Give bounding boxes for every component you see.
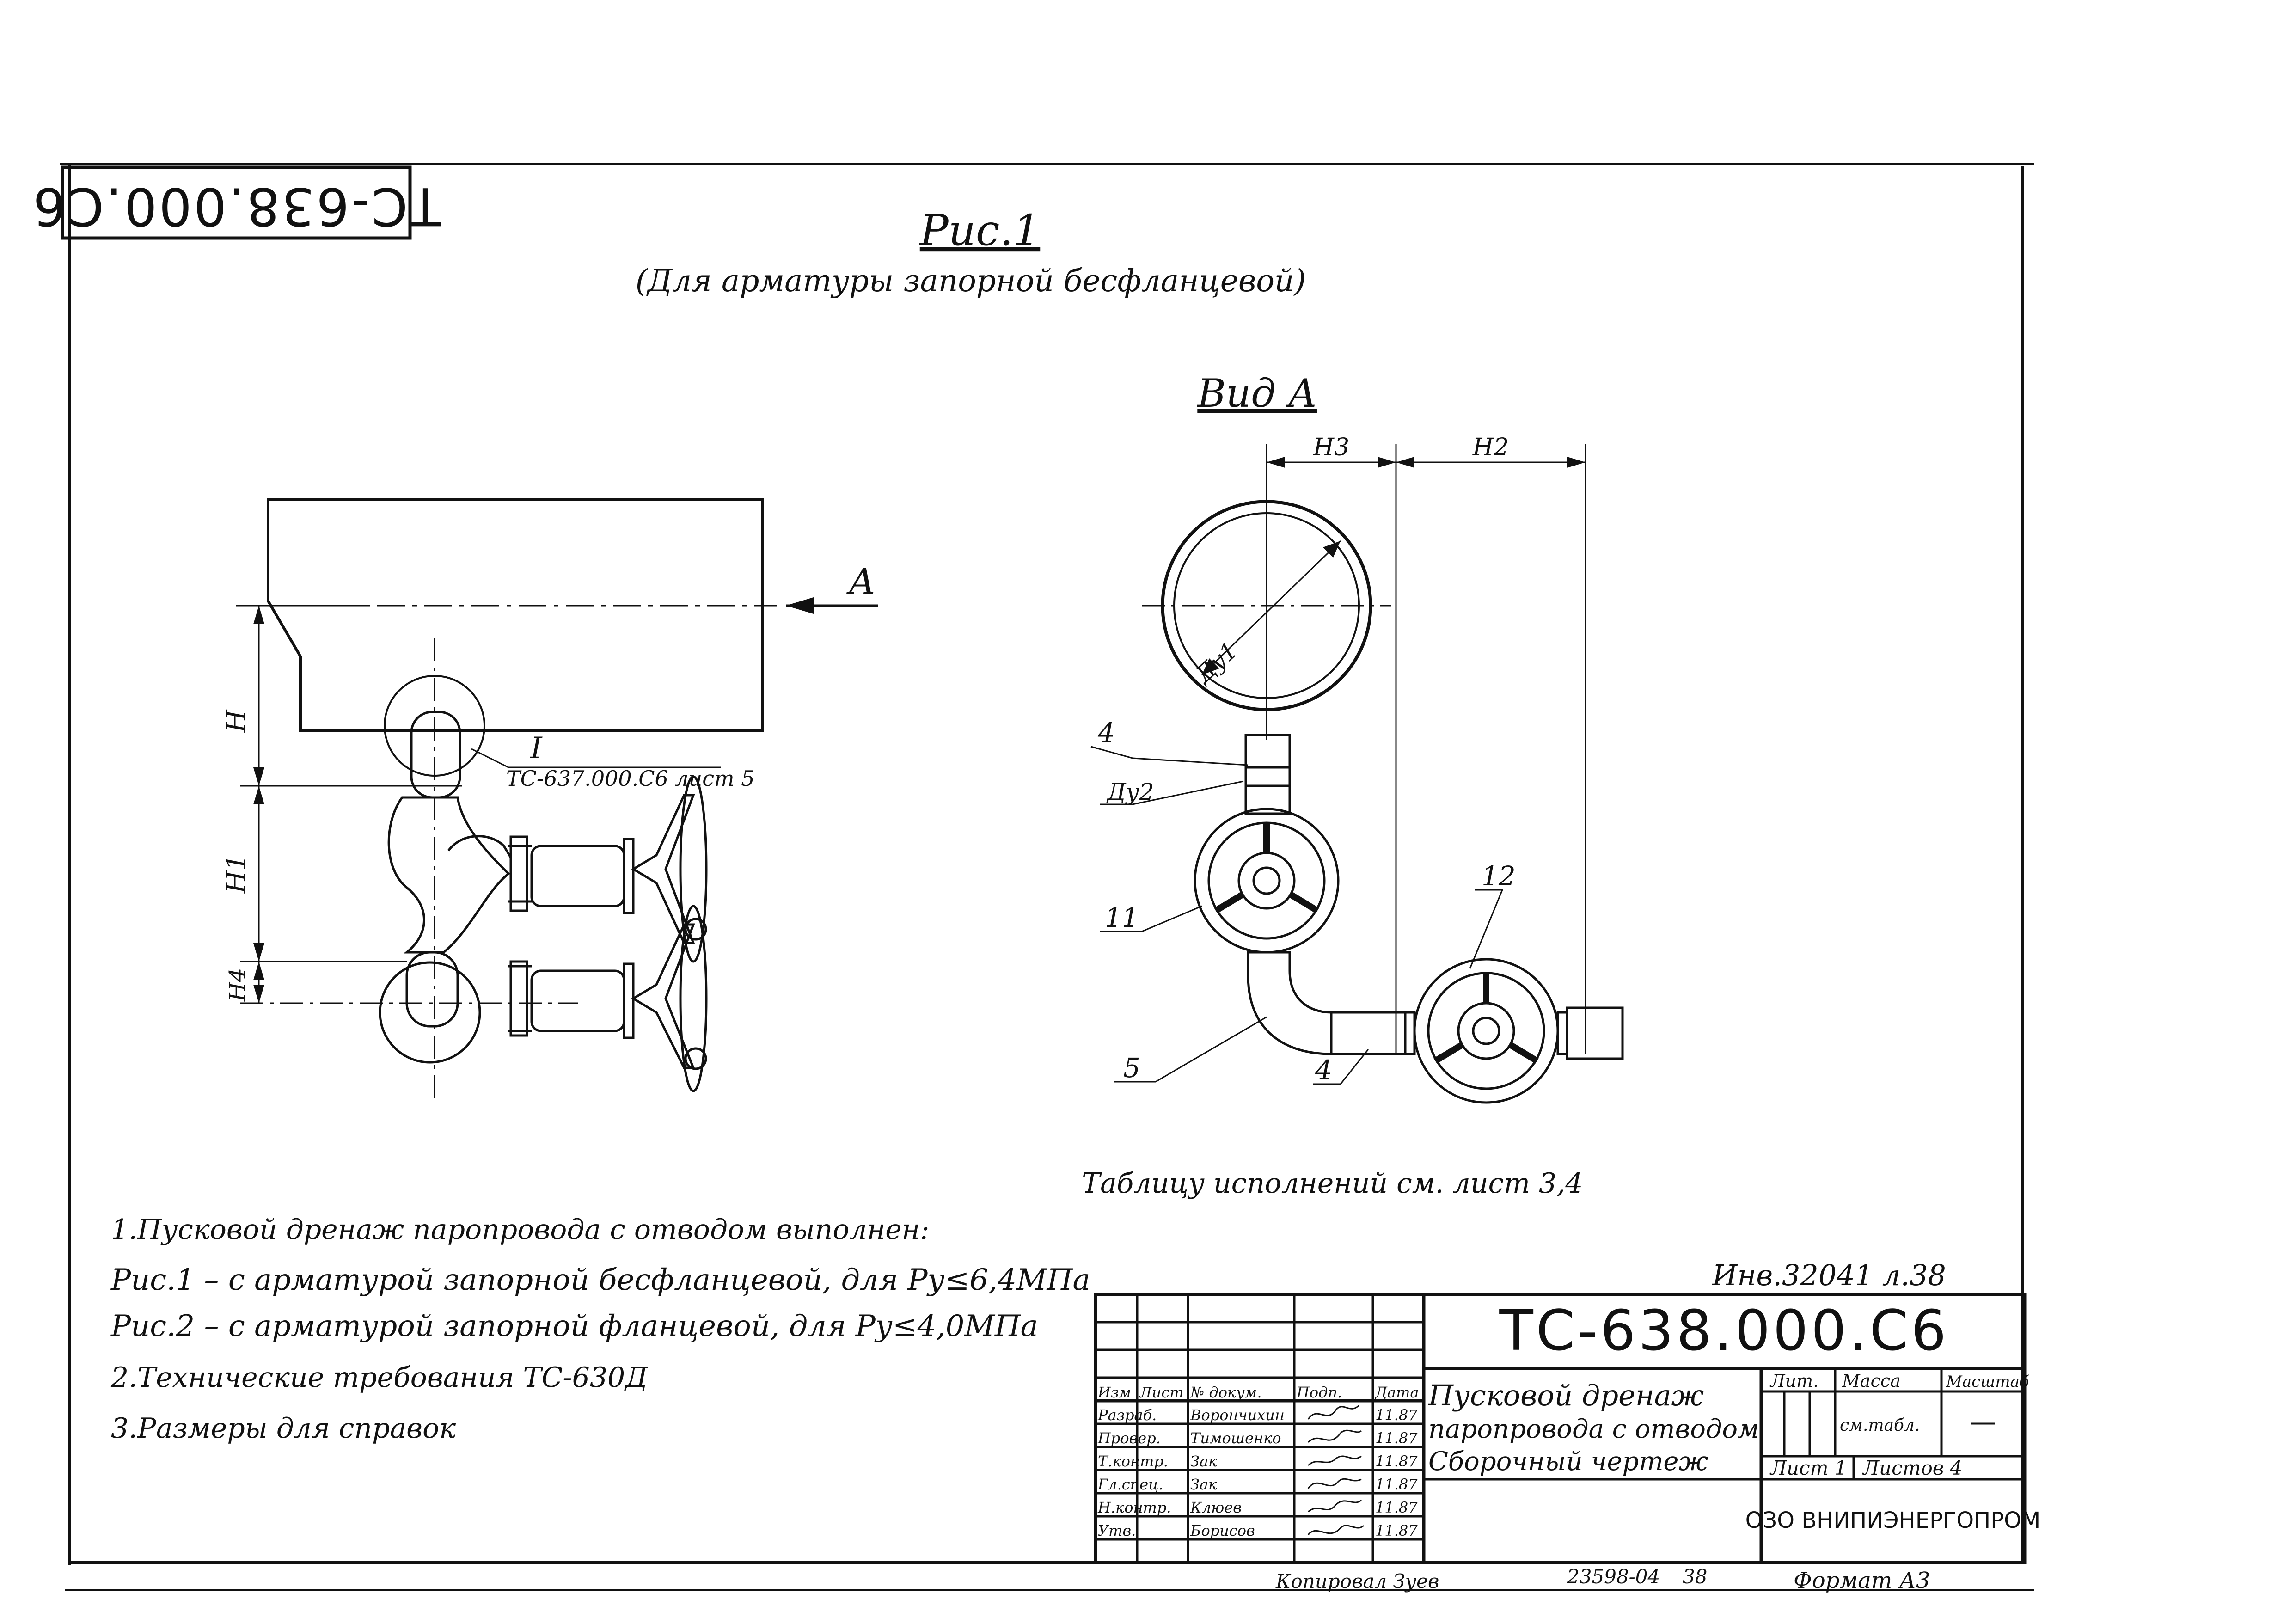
note-1: 1.Пусковой дренаж паропровода с отводом …	[111, 1213, 929, 1246]
label-H4: H4	[225, 968, 251, 1002]
col-list: Лист	[1139, 1384, 1184, 1401]
figure-subtitle: (Для арматуры запорной бесфланцевой)	[636, 263, 1306, 299]
figure-title: Рис.1	[919, 206, 1040, 255]
label-Du2: Ду2	[1106, 778, 1154, 805]
label-H1: H1	[221, 854, 251, 894]
title-name: Пусковой дренаж паропровода с отводом Сб…	[1428, 1379, 1759, 1477]
row-name: Ворончихин	[1190, 1406, 1285, 1424]
row-date: 11.87	[1375, 1476, 1418, 1493]
corner-stamp: ТС-638.000.С6	[31, 165, 442, 240]
col-izm: Изм	[1097, 1384, 1131, 1401]
pos-4-lower: 4	[1315, 1054, 1332, 1086]
table-reference: Таблицу исполнений см. лист 3,4	[1082, 1167, 1583, 1200]
side-view	[236, 498, 878, 1100]
title-name-line-3: Сборочный чертеж	[1428, 1446, 1708, 1477]
label-detail-ref: ТС-637.000.С6 лист 5	[506, 766, 755, 791]
pos-4-upper: 4	[1097, 717, 1115, 748]
row-name: Тимошенко	[1190, 1429, 1281, 1447]
pos-11: 11	[1105, 902, 1139, 933]
sheets-label: Листов 4	[1862, 1457, 1962, 1479]
footer-format: Формат А3	[1794, 1568, 1930, 1593]
row-name: Борисов	[1190, 1522, 1255, 1539]
row-name: Клюев	[1190, 1499, 1242, 1516]
row-name: Зак	[1190, 1476, 1218, 1493]
inventory-reference: Инв.32041 л.38	[1712, 1258, 1946, 1292]
scale-label: Масштаб	[1946, 1373, 2029, 1391]
row-role: Гл.спец.	[1097, 1476, 1163, 1493]
row-name: Зак	[1190, 1452, 1218, 1470]
row-date: 11.87	[1375, 1452, 1418, 1470]
title-block-headers: Изм Лист № докум. Подп. Дата	[1097, 1384, 1419, 1401]
row-date: 11.87	[1375, 1429, 1418, 1447]
col-sign: Подп.	[1296, 1384, 1342, 1401]
row-role: Н.контр.	[1097, 1499, 1171, 1516]
row-role: Разраб.	[1097, 1406, 1157, 1424]
mass-label: Масса	[1842, 1371, 1901, 1391]
title-block	[1094, 1293, 2027, 1564]
footer-order-sheet: 38	[1683, 1565, 1707, 1588]
pos-5: 5	[1123, 1052, 1140, 1084]
signatures	[1307, 1404, 1365, 1536]
note-1a: Рис.1 – с арматурой запорной бесфланцево…	[110, 1263, 1090, 1297]
note-2: 2.Технические требования ТС-630Д	[110, 1361, 648, 1394]
sheet-label: Лист 1	[1769, 1457, 1847, 1479]
label-detail-I: I	[530, 731, 543, 766]
label-arrow-a: А	[846, 561, 876, 603]
col-doc: № докум.	[1189, 1384, 1261, 1401]
row-role: Т.контр.	[1098, 1452, 1168, 1470]
sheet-frame	[60, 163, 2034, 1591]
row-role: Провер.	[1097, 1429, 1161, 1447]
notes: 1.Пусковой дренаж паропровода с отводом …	[110, 1213, 1090, 1445]
scale-value: —	[1970, 1407, 1996, 1437]
mass-value: см.табл.	[1840, 1416, 1920, 1435]
label-H: H	[221, 709, 251, 733]
pos-12: 12	[1482, 860, 1516, 892]
title-doc-code: ТС-638.000.С6	[1499, 1299, 1949, 1363]
row-date: 11.87	[1375, 1406, 1418, 1424]
corner-stamp-code: ТС-638.000.С6	[31, 176, 441, 236]
lit-label: Лит.	[1769, 1371, 1818, 1391]
footer-order: 23598-04	[1567, 1565, 1660, 1588]
row-date: 11.87	[1375, 1522, 1418, 1539]
view-title: Вид А	[1196, 371, 1317, 416]
label-H3: H3	[1313, 434, 1349, 461]
title-block-rows: Разраб. Ворончихин 11.87 Провер. Тимошен…	[1097, 1406, 1418, 1539]
title-name-line-2: паропровода с отводом	[1428, 1414, 1759, 1444]
note-1b: Рис.2 – с арматурой запорной фланцевой, …	[110, 1309, 1038, 1343]
view-a	[1090, 444, 1624, 1104]
note-3: 3.Размеры для справок	[111, 1412, 456, 1445]
col-date: Дата	[1374, 1384, 1419, 1401]
row-date: 11.87	[1375, 1499, 1418, 1516]
organization: ОЗО ВНИПИЭНЕРГОПРОМ	[1745, 1508, 2041, 1533]
label-H2: H2	[1472, 434, 1509, 461]
row-role: Утв.	[1098, 1522, 1136, 1539]
footer-copied: Копировал Зуев	[1275, 1570, 1439, 1593]
title-name-line-1: Пусковой дренаж	[1428, 1379, 1704, 1412]
